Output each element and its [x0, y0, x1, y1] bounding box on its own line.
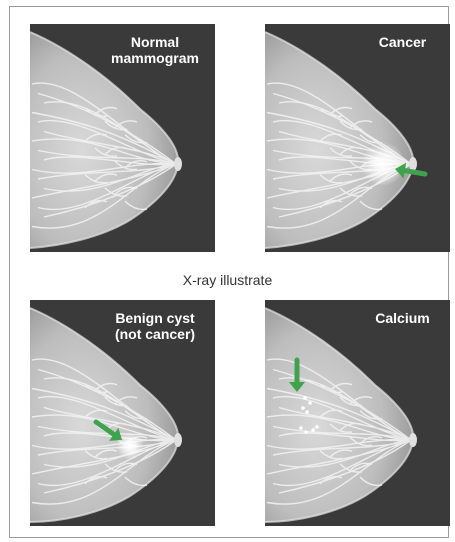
panel-title-benign-cyst: Benign cyst (not cancer) — [100, 310, 210, 342]
figure-caption: X-ray illustrate — [0, 272, 455, 288]
panel-title-calcium: Calcium — [355, 310, 450, 326]
panel-cancer: Cancer — [265, 24, 450, 252]
panel-title-normal: Normal mammogram — [100, 34, 210, 66]
panel-normal-mammogram: Normal mammogram — [30, 24, 215, 252]
panel-title-cancer: Cancer — [355, 34, 450, 50]
breast-xray-cancer — [265, 24, 450, 252]
cancer-mass — [361, 142, 405, 186]
panel-benign-cyst: Benign cyst (not cancer) — [30, 300, 215, 526]
panel-calcium: Calcium — [265, 300, 450, 526]
breast-xray-calcium — [265, 300, 450, 526]
